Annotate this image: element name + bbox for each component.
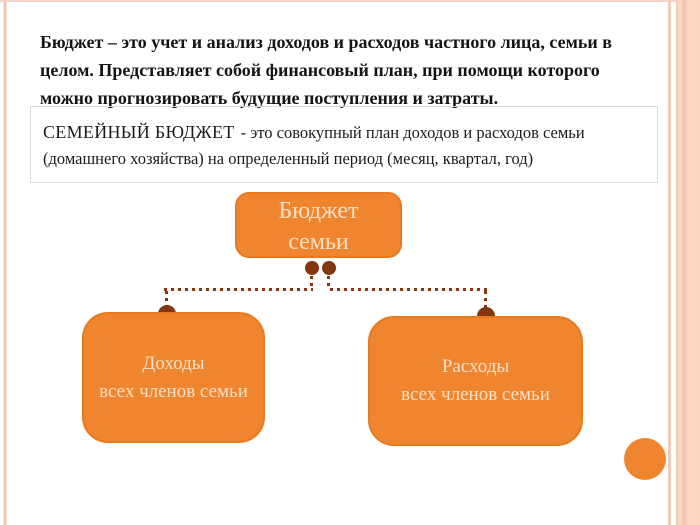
connector-dotted-line xyxy=(484,291,487,308)
right-frame-band xyxy=(676,0,700,525)
definition-box: СЕМЕЙНЫЙ БЮДЖЕТ - это совокупный план дох… xyxy=(30,106,658,183)
node-label-line: семьи xyxy=(288,229,349,255)
connector-dotted-line xyxy=(327,276,330,289)
connector-dotted-line xyxy=(165,291,168,306)
diagram-node-family-budget: Бюджет семьи xyxy=(235,192,402,258)
diagram-node-expenses: Расходы всех членов семьи xyxy=(368,316,583,446)
definition-rest: - это совокупный план доходов и расходов… xyxy=(240,123,585,142)
left-frame-line xyxy=(3,0,7,525)
definition-line-1: СЕМЕЙНЫЙ БЮДЖЕТ - это совокупный план дох… xyxy=(43,119,657,146)
node-label-line: всех членов семьи xyxy=(401,384,550,405)
node-label-line: Бюджет xyxy=(278,198,359,224)
connector-dotted-line xyxy=(310,276,313,289)
definition-line-2: (домашнего хозяйства) на определенный пе… xyxy=(43,149,534,168)
right-frame-line xyxy=(668,0,671,525)
connector-anchor-dot xyxy=(305,261,319,275)
top-frame-line xyxy=(0,0,700,2)
intro-line: целом. Представляет собой финансовый пла… xyxy=(40,60,600,80)
intro-line: можно прогнозировать будущие поступления… xyxy=(40,88,499,108)
connector-dotted-line xyxy=(330,288,487,291)
intro-paragraph: Бюджет – это учет и анализ доходов и рас… xyxy=(40,28,670,112)
decorative-circle xyxy=(624,438,666,480)
node-label-line: Расходы xyxy=(441,356,510,377)
node-label-line: всех членов семьи xyxy=(99,380,248,402)
connector-anchor-dot xyxy=(322,261,336,275)
connector-dotted-line xyxy=(164,288,313,291)
diagram-node-income: Доходы всех членов семьи xyxy=(82,312,265,443)
definition-term: СЕМЕЙНЫЙ БЮДЖЕТ xyxy=(43,122,235,142)
intro-line: Бюджет – это учет и анализ доходов и рас… xyxy=(40,32,612,52)
node-label-line: Доходы xyxy=(142,352,205,374)
